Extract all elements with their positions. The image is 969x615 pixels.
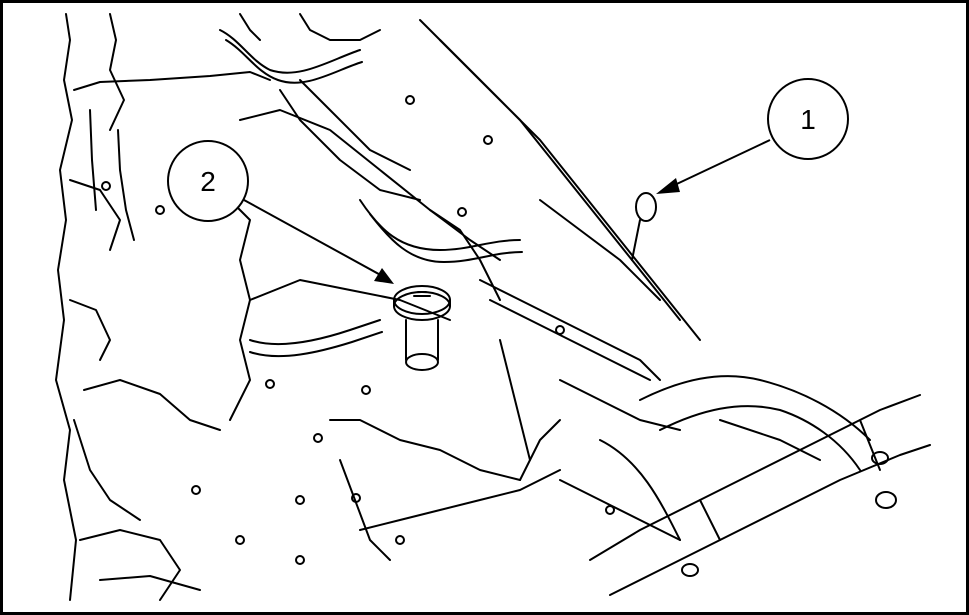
callout-number-2: 2 <box>200 166 216 197</box>
callout-2: 2 <box>167 140 394 284</box>
leader-line-1 <box>663 139 771 191</box>
leader-arrow-2 <box>374 268 394 284</box>
callout-1: 1 <box>656 78 849 194</box>
engine-linework <box>55 13 931 601</box>
leader-arrow-1 <box>656 178 680 194</box>
callout-circle-2 <box>167 140 249 222</box>
callout-circle-1 <box>767 78 849 160</box>
leader-line-2 <box>243 199 387 279</box>
callout-number-1: 1 <box>800 104 816 135</box>
